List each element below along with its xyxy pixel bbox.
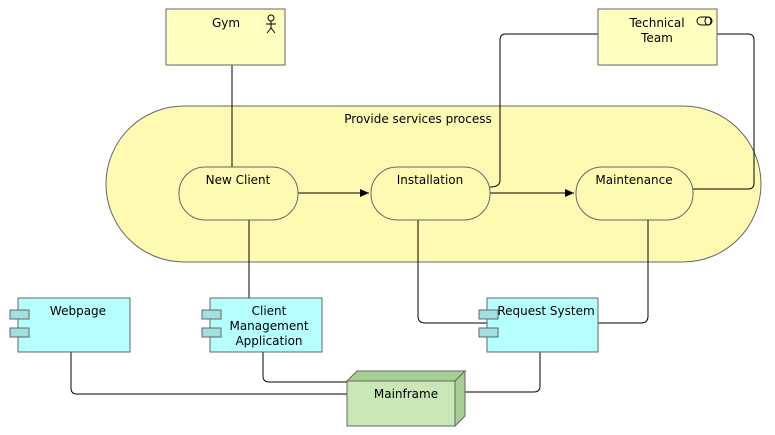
connector-installation-requestsystem [417, 220, 489, 324]
request-system-label: Request System [497, 304, 594, 318]
client-management-component[interactable]: Client Management Application [201, 297, 323, 353]
installation-label: Installation [397, 173, 463, 187]
connector-technicalteam-maintenance [693, 33, 755, 190]
component-icon [478, 309, 499, 338]
webpage-component[interactable]: Webpage [9, 297, 131, 353]
client-management-label-line2: Management [229, 319, 308, 333]
connector-installation-technicalteam [489, 33, 598, 188]
gym-label: Gym [212, 16, 240, 30]
installation-step[interactable]: Installation [370, 166, 491, 221]
request-system-component[interactable]: Request System [478, 297, 599, 353]
mainframe-node[interactable]: Mainframe [345, 369, 467, 428]
client-management-label-line3: Application [235, 334, 302, 348]
connector-maintenance-requestsystem [598, 220, 649, 324]
connectors [70, 33, 755, 395]
mainframe-label: Mainframe [374, 387, 438, 401]
connector-webpage-mainframe [70, 352, 347, 395]
connector-clientmgmt-mainframe [262, 352, 347, 383]
maintenance-label: Maintenance [595, 173, 672, 187]
technical-team-role[interactable]: Technical Team [597, 8, 718, 66]
actor-icon [266, 14, 276, 34]
technical-team-label-line1: Technical [628, 16, 684, 30]
new-client-label: New Client [206, 173, 271, 187]
process-label: Provide services process [344, 112, 491, 126]
client-management-label-line1: Client [252, 304, 287, 318]
new-client-step[interactable]: New Client [178, 166, 299, 221]
maintenance-step[interactable]: Maintenance [575, 166, 694, 221]
gym-actor[interactable]: Gym [165, 8, 286, 66]
connector-requestsystem-mainframe [465, 352, 541, 393]
webpage-label: Webpage [50, 304, 106, 318]
component-icon [9, 309, 30, 338]
component-icon [201, 309, 222, 338]
technical-team-label-line2: Team [640, 31, 673, 45]
role-icon [696, 16, 713, 26]
